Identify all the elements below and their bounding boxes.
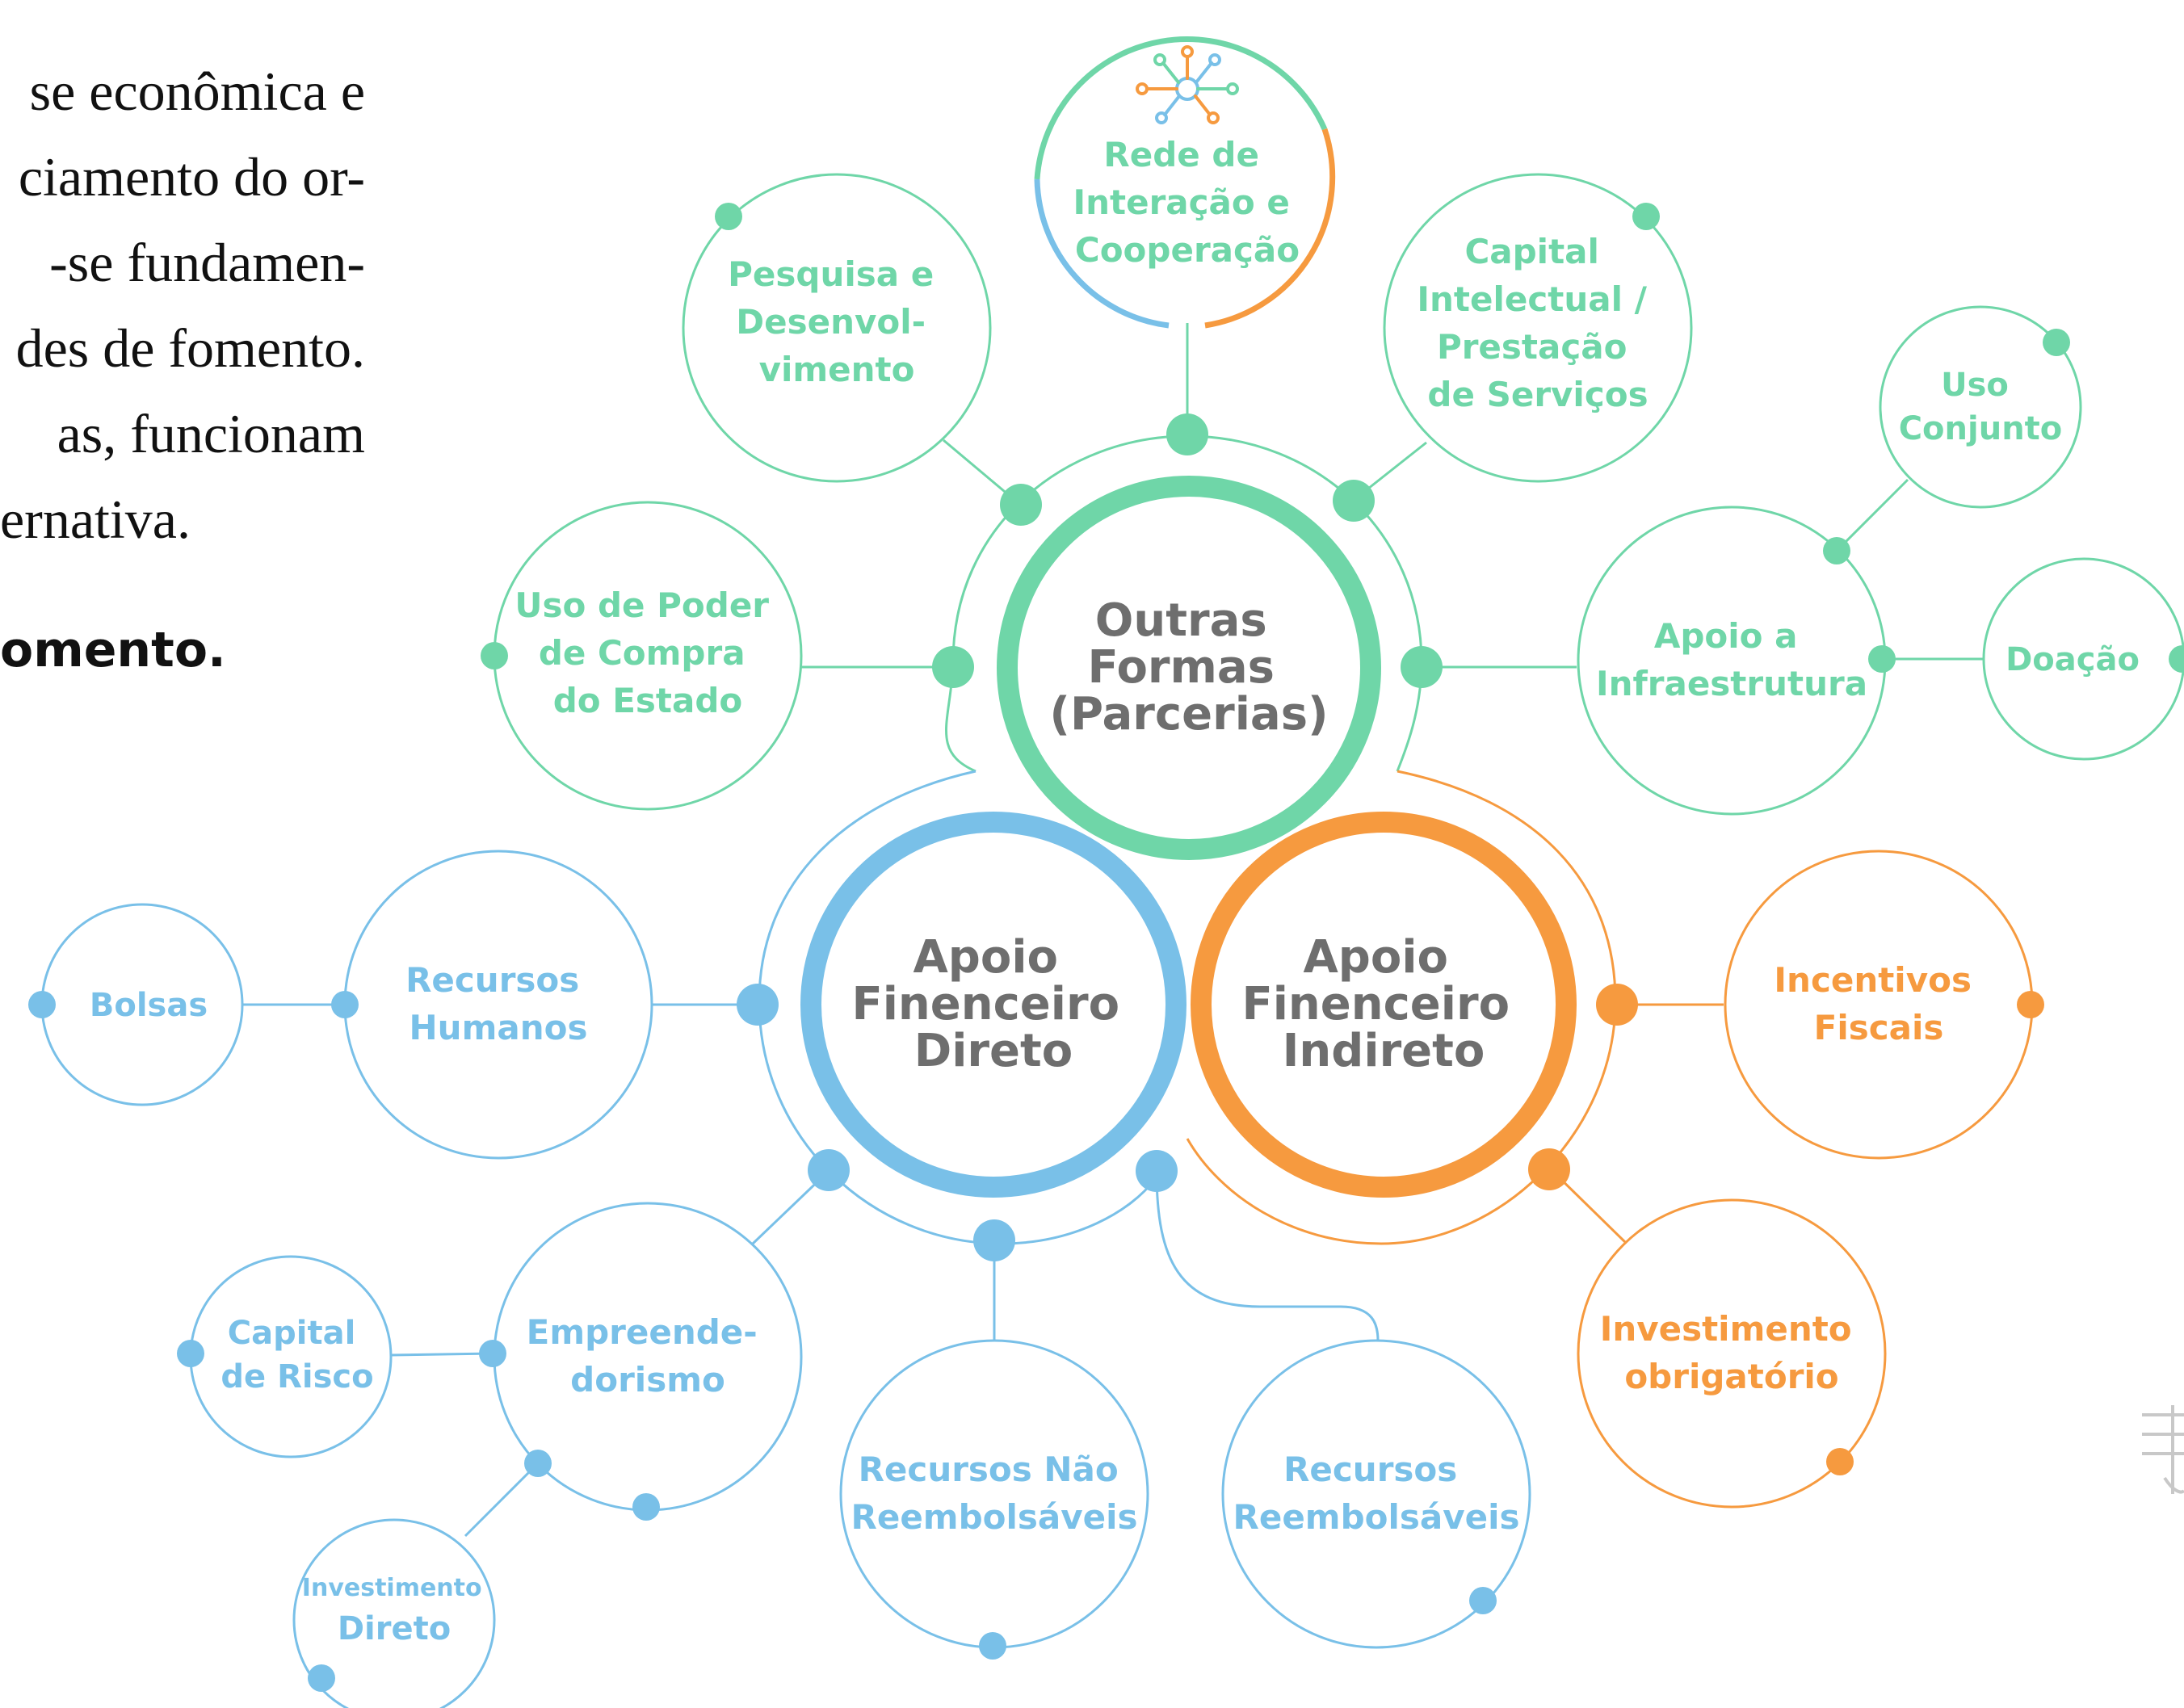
node-uso-conjunto: Uso Conjunto (1879, 305, 2082, 509)
dot (808, 1149, 850, 1191)
bolsas-label: Bolsas (90, 987, 208, 1024)
dot (1528, 1148, 1570, 1190)
dot (1166, 413, 1208, 455)
uso-poder-label: Uso de Poder de Compra do Estado (514, 585, 780, 720)
apoio-infra-label: Apoio a Infraestrutura (1596, 616, 1867, 703)
intro-line: ciamento do or- (18, 146, 365, 208)
dot (737, 984, 779, 1026)
dot (1823, 537, 1850, 564)
node-capital-intelectual: Capital Intelectual / Prestação de Servi… (1383, 173, 1693, 483)
dot (308, 1664, 335, 1692)
indireto-hub-label: Apoio Finenceiro Indireto (1241, 931, 1525, 1077)
dot (979, 1632, 1006, 1660)
indireto-outer-ring (1186, 770, 1617, 1245)
node-recursos-reemb: Recursos Reembolsáveis (1221, 1339, 1531, 1649)
dot (715, 203, 742, 230)
dot (28, 991, 56, 1018)
node-capital-risco: Capital de Risco (189, 1255, 393, 1458)
node-recursos-nao-reemb: Recursos Não Reembolsáveis (839, 1339, 1149, 1649)
rede-ring-blue (1034, 178, 1170, 329)
dot (1333, 480, 1375, 522)
node-apoio-infra: Apoio a Infraestrutura (1577, 506, 1887, 816)
node-investimento-obrig: Investimento obrigatório (1577, 1198, 1887, 1509)
incentivos-label: Incentivos Fiscais (1774, 960, 1983, 1047)
node-rede: Rede de Interação e Cooperação (1034, 36, 1336, 329)
dot (2043, 329, 2070, 356)
dot (479, 1340, 506, 1367)
node-bolsas: Bolsas (40, 903, 244, 1106)
node-recursos-humanos: Recursos Humanos (343, 850, 653, 1160)
connector (1835, 478, 1909, 552)
rede-ring-orange (1204, 128, 1336, 329)
dot (177, 1340, 204, 1367)
doacao-label: Doação (2006, 641, 2140, 678)
outras-hub-ring (997, 476, 1381, 860)
investimento-direto-label: Investimento Direto (302, 1574, 486, 1647)
dot (932, 646, 974, 688)
pesquisa-label: Pesquisa e Desenvol- vimento (728, 254, 946, 389)
network-icon (1136, 45, 1239, 124)
investimento-obrig-label: Investimento obrigatório (1600, 1309, 1864, 1396)
node-uso-poder: Uso de Poder de Compra do Estado (493, 501, 803, 811)
dot (1868, 645, 1896, 673)
intro-line: ernativa. (0, 489, 191, 550)
recursos-reemb-label: Recursos Reembolsáveis (1233, 1450, 1520, 1537)
dot (2169, 645, 2184, 673)
connector (390, 1352, 494, 1357)
connector (464, 1462, 540, 1538)
dot (1596, 984, 1638, 1026)
dot (1000, 484, 1042, 526)
dot (1136, 1150, 1178, 1192)
recursos-humanos-label: Recursos Humanos (405, 960, 591, 1047)
capital-risco-label: Capital de Risco (220, 1315, 373, 1395)
dot (1826, 1448, 1854, 1475)
connection-dots (28, 203, 2184, 1692)
dot (2017, 991, 2044, 1018)
dot (1401, 646, 1443, 688)
recursos-nao-reemb-label: Recursos Não Reembolsáveis (851, 1450, 1138, 1537)
side-decoration-icon (2142, 1405, 2184, 1494)
dot (524, 1450, 552, 1477)
capital-intelectual-label: Capital Intelectual / Prestação de Servi… (1417, 232, 1658, 414)
intro-line: se econômica e (29, 61, 365, 122)
intro-bold-line: omento. (0, 622, 226, 678)
dot (1632, 203, 1660, 230)
node-investimento-direto: Investimento Direto (292, 1518, 496, 1708)
node-pesquisa: Pesquisa e Desenvol- vimento (682, 173, 992, 483)
node-doacao: Doação (1982, 557, 2184, 761)
connector (1155, 1170, 1380, 1341)
indireto-hub-ring (1191, 812, 1577, 1198)
empreendedorismo-label: Empreende- dorismo (527, 1312, 770, 1400)
intro-paragraph: se econômica e ciamento do or- -se funda… (0, 48, 365, 562)
rede-ring-green (1034, 36, 1328, 180)
direto-outer-ring (758, 770, 1157, 1245)
dot (481, 642, 508, 669)
intro-line: -se fundamen- (49, 232, 365, 293)
direto-hub-label: Apoio Finenceiro Direto (851, 931, 1135, 1077)
rede-label: Rede de Interação e Cooperação (1073, 135, 1302, 270)
direto-hub-ring (800, 812, 1186, 1198)
intro-line: des de fomento. (15, 317, 365, 379)
intro-line: as, funcionam (57, 403, 365, 464)
dot (331, 991, 359, 1018)
uso-conjunto-label: Uso Conjunto (1899, 367, 2063, 447)
node-incentivos: Incentivos Fiscais (1724, 850, 2034, 1160)
dot (973, 1219, 1015, 1261)
outras-hub-label: Outras Formas (Parcerias) (1049, 594, 1328, 741)
dot (1469, 1587, 1497, 1614)
dot (632, 1493, 660, 1521)
